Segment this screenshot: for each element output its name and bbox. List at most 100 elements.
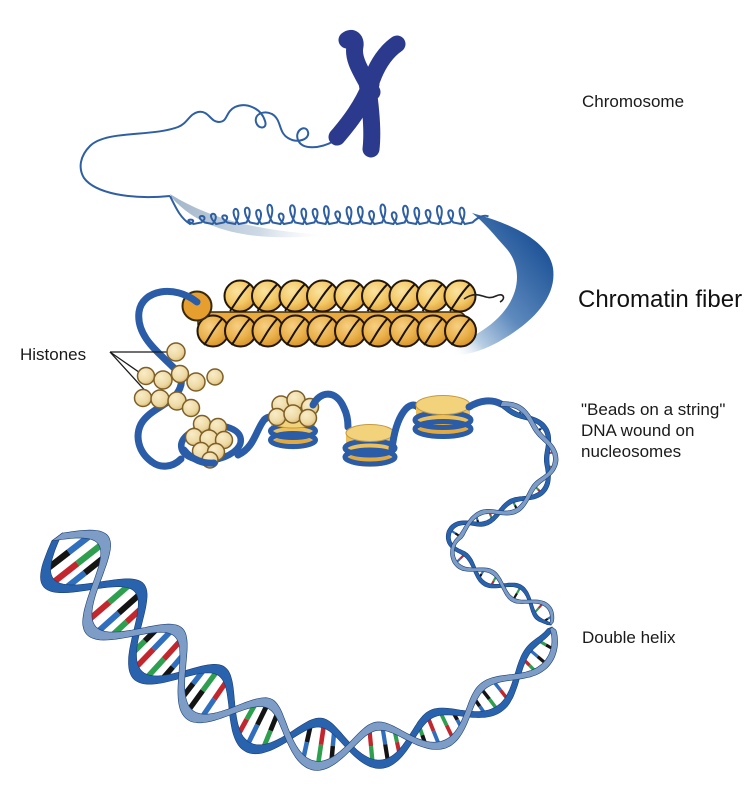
base-pair-rung [480, 688, 491, 701]
fiber-wire [421, 283, 444, 312]
histone-ball [298, 408, 318, 428]
base-pair-rung [318, 725, 326, 746]
histone-ball [170, 364, 190, 384]
base-pair-rung [82, 556, 105, 576]
fiber-wire [339, 283, 361, 312]
fiber-wire [203, 318, 223, 346]
fiber-wire [285, 318, 306, 346]
base-pair-rung [301, 741, 310, 759]
fiber-wire [423, 318, 443, 346]
base-pair-rung [134, 647, 156, 669]
fiber-wire [366, 283, 389, 312]
fiber-wire [230, 318, 251, 346]
histone-pointer-line [109, 351, 151, 397]
base-pair-rung [46, 549, 71, 571]
fiber-wire [229, 283, 251, 312]
base-pair-rung [245, 723, 260, 745]
swoosh-ribbon [432, 213, 554, 356]
base-pair-rung [145, 657, 166, 679]
chromatin-fiber-illustration [181, 279, 477, 348]
fiber-wire [256, 283, 279, 312]
dna-strand [309, 390, 352, 431]
fiber-wire [368, 318, 388, 346]
base-pair-rung [431, 730, 441, 745]
histone-octamer-wrapped [267, 390, 320, 428]
histone-ball [133, 388, 153, 408]
fiber-wire [340, 318, 361, 346]
base-pair-rung [200, 670, 219, 693]
fiber-wire [395, 318, 416, 346]
label-histones: Histones [20, 345, 87, 364]
label-beads-on-string: "Beads on a string" DNA wound on nucleos… [581, 399, 725, 462]
label-beads-line3: nucleosomes [581, 442, 682, 461]
histones-cluster [109, 342, 224, 418]
base-pair-rung [52, 561, 80, 585]
base-pair-rung [151, 629, 173, 652]
base-pair-rung [261, 729, 273, 748]
fiber-wire [311, 283, 334, 312]
base-pair-rung [268, 713, 280, 732]
histone-ball [153, 370, 173, 390]
base-pair-rung [66, 534, 91, 555]
base-pair-rung [200, 697, 217, 718]
base-pair-rung [316, 744, 324, 764]
histone-ball [186, 372, 206, 392]
dna-strand-histones [134, 287, 201, 470]
base-pair-rung [96, 610, 121, 634]
base-pair-rung [304, 726, 313, 743]
helix-strand [51, 529, 558, 771]
base-pair-rung [75, 542, 103, 566]
dna-strand [134, 287, 201, 470]
base-pair-rung [88, 600, 112, 621]
dna-loop-front [180, 446, 218, 467]
base-pair-rung [161, 639, 182, 661]
histone-ball [181, 398, 201, 418]
double-helix-illustration [40, 529, 558, 771]
histone-ball [136, 366, 156, 386]
label-beads-line1: "Beads on a string" [581, 400, 726, 419]
base-pair-rung [426, 717, 436, 732]
histone-ball [206, 368, 224, 386]
nucleosome-beads [177, 390, 505, 469]
base-pair-rung [116, 592, 141, 616]
base-pair-rung [444, 724, 455, 739]
dna-strand [465, 397, 505, 411]
fiber-wire [449, 283, 471, 312]
chromosome-illustration [79, 29, 406, 199]
nucleosome-top [345, 424, 395, 442]
dna-connector [445, 401, 559, 626]
label-chromosome: Chromosome [582, 92, 685, 111]
histone-ball [267, 407, 287, 427]
label-beads-line2: DNA wound on [581, 421, 695, 440]
chromosome-arm [358, 73, 381, 158]
histone-ball [166, 342, 186, 362]
label-double-helix: Double helix [582, 628, 676, 647]
base-pair-rung [367, 730, 374, 747]
base-pair-rung [368, 745, 375, 762]
chromatin-loop-band [169, 195, 489, 226]
chromatin-loops [169, 195, 489, 226]
histone-ball [150, 389, 170, 409]
base-pair-rung [383, 743, 390, 761]
fiber-wire [258, 318, 278, 346]
dna-wrap-band [412, 419, 474, 439]
base-pair-rung [255, 704, 269, 726]
unwinding-strand [79, 104, 335, 199]
label-chromatin-fiber: Chromatin fiber [578, 286, 743, 313]
helix-strand [40, 532, 554, 769]
dna-wrap-band [268, 431, 318, 449]
base-pair-rung [380, 728, 388, 745]
dna-wrap-band [342, 447, 398, 467]
base-pair-rung [212, 680, 229, 701]
fiber-wire [284, 283, 306, 312]
base-pair-rung [187, 689, 205, 711]
fiber-wire [450, 318, 471, 346]
base-pair-rung [107, 583, 131, 605]
fiber-wire [394, 283, 416, 312]
nucleosome-top [415, 395, 471, 415]
fiber-wire [313, 318, 333, 346]
helix-strand [450, 401, 559, 626]
fiber-linker-thread [463, 293, 505, 303]
